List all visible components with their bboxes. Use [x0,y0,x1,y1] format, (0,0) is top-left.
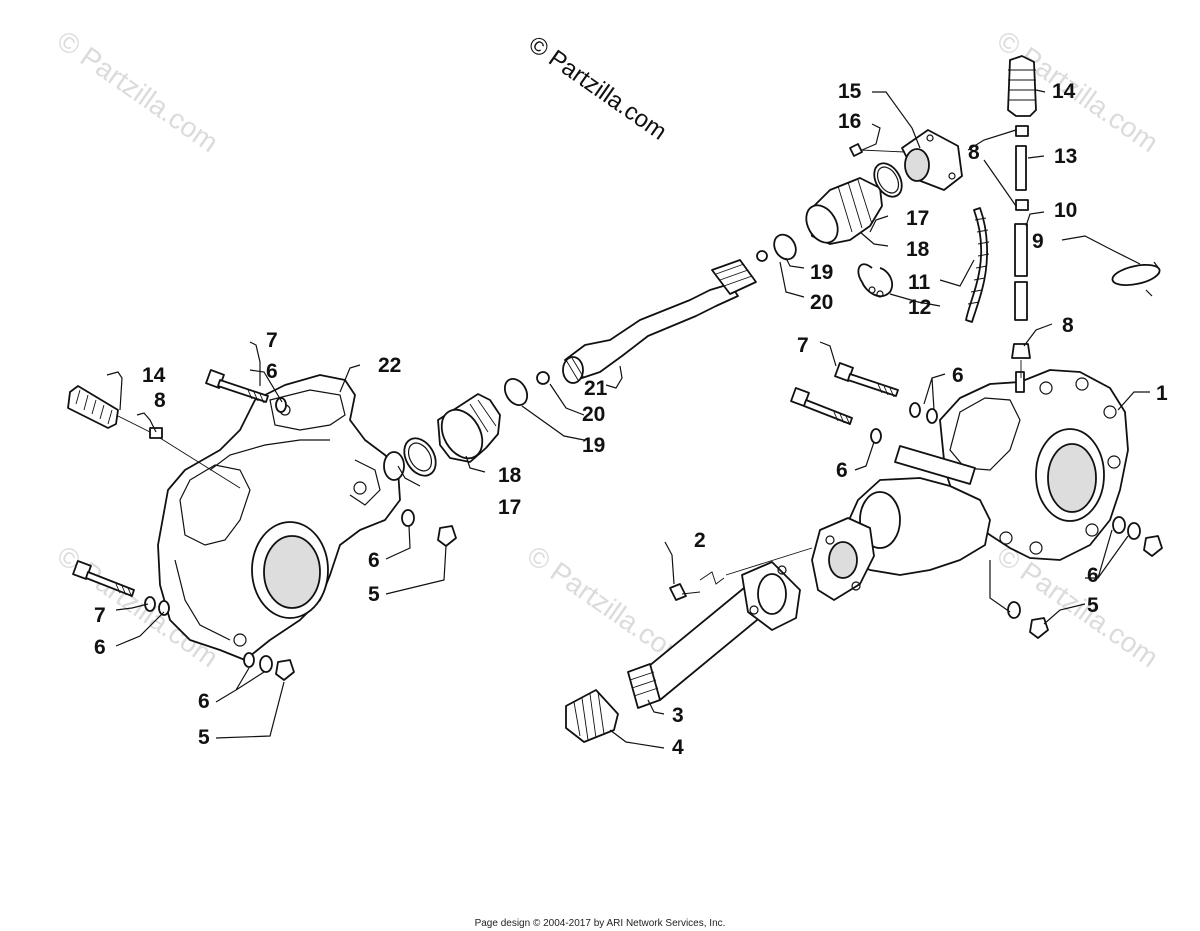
callout-14-right: 14 [1052,80,1076,103]
callout-19-right: 19 [810,261,833,284]
callout-6-right-mid: 6 [836,459,848,482]
callout-6-lower-left: 6 [94,636,106,659]
drive-shaft [565,547,813,743]
callout-17-right: 17 [906,207,929,230]
callout-18-right: 18 [906,238,930,261]
callout-5-left: 5 [368,583,380,606]
callout-5-bottom-left: 5 [198,726,210,749]
watermark-top-left: © Partzilla.com [52,25,224,159]
callout-6-bottom-left: 6 [198,690,210,713]
footer-copyright: Page design © 2004-2017 by ARI Network S… [474,918,726,929]
callout-9: 9 [1032,230,1044,253]
right-hardware [790,362,1163,639]
pinion-yoke-assembly [811,445,991,601]
callout-7-top-left: 7 [266,329,278,352]
callout-10: 10 [1054,199,1077,222]
callout-22: 22 [378,354,401,377]
leader-lines [106,89,1150,749]
callout-2: 2 [694,529,706,552]
callout-3: 3 [672,704,684,727]
callout-19-left: 19 [582,434,605,457]
callout-6-top-left: 6 [266,360,278,383]
callout-7-right: 7 [797,334,809,357]
callout-6-right-top: 6 [952,364,964,387]
callout-11: 11 [908,271,931,294]
callout-4: 4 [672,736,684,759]
callout-1: 1 [1156,382,1168,405]
callout-21: 21 [584,377,608,400]
callout-13: 13 [1054,145,1077,168]
callout-6-right-bottom: 6 [1087,564,1099,587]
callout-labels: 1 2 3 4 5 5 5 6 6 6 6 6 6 6 7 7 7 8 8 8 … [94,80,1168,759]
callout-17-left: 17 [498,496,521,519]
callout-8-right-bottom: 8 [1062,314,1074,337]
watermark-main: © Partzilla.com [524,31,672,146]
callout-18-left: 18 [498,464,522,487]
callout-15: 15 [838,80,862,103]
callout-20-right: 20 [810,291,833,314]
axle-shaft-assembly [403,129,963,477]
callout-16: 16 [838,110,861,133]
callout-6-left: 6 [368,549,380,572]
callout-8-right-top: 8 [968,141,980,164]
callout-7-lower-left: 7 [94,604,106,627]
callout-12: 12 [908,296,931,319]
left-hardware [67,369,457,681]
callout-5-right: 5 [1087,594,1099,617]
callout-14-left: 14 [142,364,166,387]
vent-tube-assembly [965,55,1161,378]
left-gear-housing [157,374,405,661]
callout-8-left: 8 [154,389,166,412]
callout-20-left: 20 [582,403,605,426]
